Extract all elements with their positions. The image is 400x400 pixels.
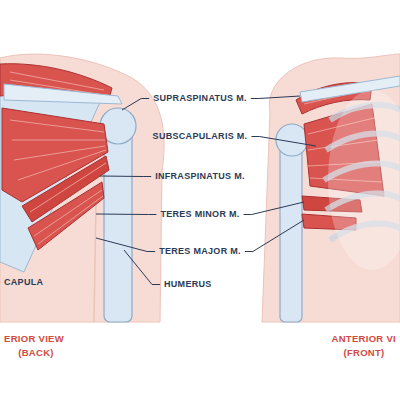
leader-line: [124, 250, 160, 285]
part-label: TERES MAJOR M.: [159, 246, 241, 257]
part-label: SUPRASPINATUS M.: [153, 93, 247, 104]
part-label: HUMERUS: [164, 279, 212, 290]
part-label: TERES MINOR M.: [160, 209, 239, 220]
leader-line: [251, 96, 300, 99]
view-caption: ANTERIOR VI: [331, 333, 396, 344]
leader-line: [244, 202, 304, 215]
leader-line: [251, 137, 316, 147]
view-caption: (BACK): [18, 347, 54, 358]
leader-line: [96, 214, 156, 216]
leader-line: [245, 220, 304, 252]
leader-line: [100, 176, 151, 178]
view-caption: (FRONT): [343, 347, 384, 358]
view-caption: ERIOR VIEW: [4, 333, 64, 344]
part-label: CAPULA: [4, 277, 43, 288]
leader-line: [96, 238, 155, 252]
part-label: SUBSCAPULARIS M.: [153, 131, 248, 142]
leader-line: [122, 99, 149, 111]
part-label: INFRASPINATUS M.: [155, 171, 245, 182]
